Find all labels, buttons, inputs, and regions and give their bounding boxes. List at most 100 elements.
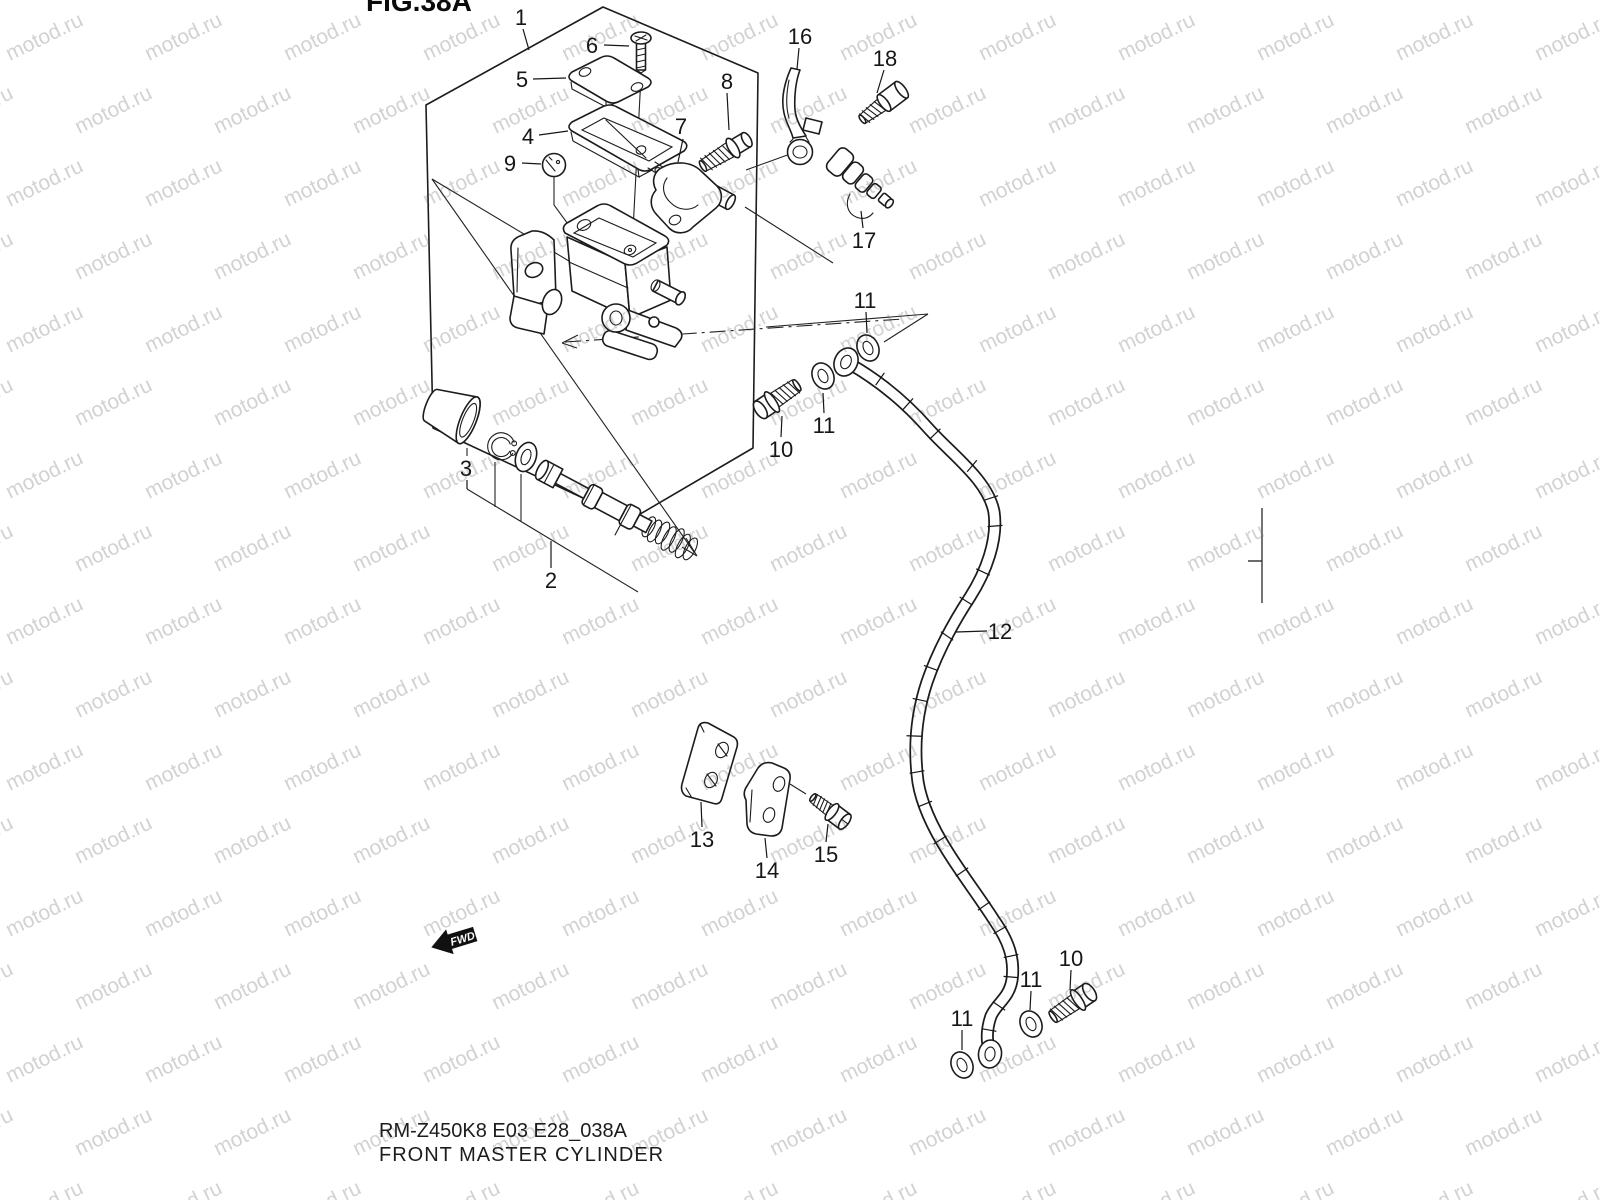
part-11-washer-top-a	[856, 334, 880, 362]
watermark-text: motod.ru	[558, 154, 643, 211]
watermark-text: motod.ru	[141, 446, 226, 503]
watermark-text: motod.ru	[71, 957, 156, 1014]
watermark-text: motod.ru	[1531, 884, 1600, 941]
part-10-banjo-bolt-top	[752, 378, 802, 420]
watermark-text: motod.ru	[2, 738, 87, 795]
watermark-text: motod.ru	[2, 1176, 87, 1200]
part-label-4-3: 4	[522, 124, 534, 149]
watermark-text: motod.ru	[1253, 1030, 1338, 1087]
part-18-adjuster-bolt	[858, 80, 910, 125]
watermark-text: motod.ru	[2, 154, 87, 211]
part-label-11-20: 11	[1020, 967, 1043, 992]
hose-tick	[992, 1001, 1006, 1011]
part-10-banjo-bolt-bottom	[1048, 982, 1098, 1024]
hose-tick	[1003, 975, 1019, 979]
watermark-text: motod.ru	[349, 811, 434, 868]
watermark-text: motod.ru	[975, 738, 1060, 795]
part-8-holder-bolt	[698, 131, 753, 173]
watermark-text: motod.ru	[766, 519, 851, 576]
hose-tick	[906, 735, 922, 737]
watermark-text: motod.ru	[280, 8, 365, 65]
watermark-text: motod.ru	[488, 665, 573, 722]
watermark-text: motod.ru	[1531, 1030, 1600, 1087]
watermark-text: motod.ru	[1253, 446, 1338, 503]
watermark-text: motod.ru	[488, 519, 573, 576]
watermark-text: motod.ru	[1531, 300, 1600, 357]
watermark-text: motod.ru	[558, 1030, 643, 1087]
hose-ferrule-ticks	[875, 372, 1019, 1032]
leader-line-4	[538, 130, 569, 136]
watermark-text: motod.ru	[905, 373, 990, 430]
leader-line-5	[532, 77, 567, 80]
watermark-text: motod.ru	[905, 957, 990, 1014]
leader-line-15	[825, 823, 829, 843]
watermark-text: motod.ru	[1461, 811, 1546, 868]
watermark-text: motod.ru	[1114, 1030, 1199, 1087]
watermark-text: motod.ru	[419, 300, 504, 357]
watermark-text: motod.ru	[1114, 8, 1199, 65]
watermark-text: motod.ru	[349, 373, 434, 430]
part-label-10-19: 10	[1059, 946, 1083, 971]
watermark-text: motod.ru	[558, 1176, 643, 1200]
watermark-text: motod.ru	[1114, 300, 1199, 357]
leader-line-7	[677, 138, 684, 163]
watermark-text: motod.ru	[1461, 373, 1546, 430]
watermark-text: motod.ru	[210, 519, 295, 576]
watermark-text: motod.ru	[1253, 300, 1338, 357]
fwd-arrow: FWD	[431, 926, 478, 955]
watermark-text: motod.ru	[2, 592, 87, 649]
part-6-reservoir-screw	[630, 31, 652, 74]
watermark-text: motod.ru	[71, 665, 156, 722]
part-5-reservoir-cap	[568, 55, 652, 108]
part-3-boot	[422, 388, 481, 445]
watermark-text: motod.ru	[1392, 884, 1477, 941]
watermark-text: motod.ru	[1114, 1176, 1199, 1200]
watermark-text: motod.ru	[141, 8, 226, 65]
watermark-text: motod.ru	[1044, 373, 1129, 430]
watermark-text: motod.ru	[766, 665, 851, 722]
watermark-text: motod.ru	[349, 519, 434, 576]
watermark-text: motod.ru	[141, 738, 226, 795]
watermark-text: motod.ru	[210, 1103, 295, 1160]
leader-line-9	[521, 162, 542, 165]
watermark-text: motod.ru	[905, 519, 990, 576]
watermark-text: motod.ru	[1253, 1176, 1338, 1200]
watermark-text: motod.ru	[1461, 957, 1546, 1014]
watermark-text: motod.ru	[349, 957, 434, 1014]
watermark-text: motod.ru	[905, 1103, 990, 1160]
watermark-text: motod.ru	[1114, 884, 1199, 941]
watermark-text: motod.ru	[0, 373, 17, 430]
watermark-text: motod.ru	[836, 738, 921, 795]
watermark-text: motod.ru	[697, 1176, 782, 1200]
part-label-12-12: 12	[988, 619, 1012, 644]
watermark-text: motod.ru	[1044, 227, 1129, 284]
leader-line-8	[726, 92, 730, 131]
hose-tick	[917, 800, 933, 808]
part-12-brake-hose	[843, 357, 1020, 1057]
watermark-text: motod.ru	[0, 81, 17, 138]
part-label-15-15: 15	[814, 842, 838, 867]
watermark-text: motod.ru	[488, 811, 573, 868]
page-crop-mark	[1248, 508, 1263, 603]
watermark-text: motod.ru	[210, 373, 295, 430]
hose-tick	[940, 631, 954, 641]
watermark-text: motod.ru	[1114, 446, 1199, 503]
watermark-text: motod.ru	[419, 154, 504, 211]
leader-line-16	[796, 47, 800, 70]
watermark-text: motod.ru	[1461, 1103, 1546, 1160]
watermark-text: motod.ru	[141, 1030, 226, 1087]
watermark-text: motod.ru	[1114, 154, 1199, 211]
watermark-text: motod.ru	[2, 1030, 87, 1087]
part-label-17-17: 17	[852, 228, 876, 253]
hose-tick	[983, 495, 999, 501]
watermark-text: motod.ru	[1392, 154, 1477, 211]
watermark-text: motod.ru	[0, 1103, 17, 1160]
watermark-text: motod.ru	[1044, 665, 1129, 722]
watermark-text: motod.ru	[2, 8, 87, 65]
part-4-diaphragm-plate	[568, 104, 688, 178]
part-15-clamp-screw	[808, 793, 852, 831]
watermark-text: motod.ru	[1253, 8, 1338, 65]
watermark-text: motod.ru	[71, 81, 156, 138]
